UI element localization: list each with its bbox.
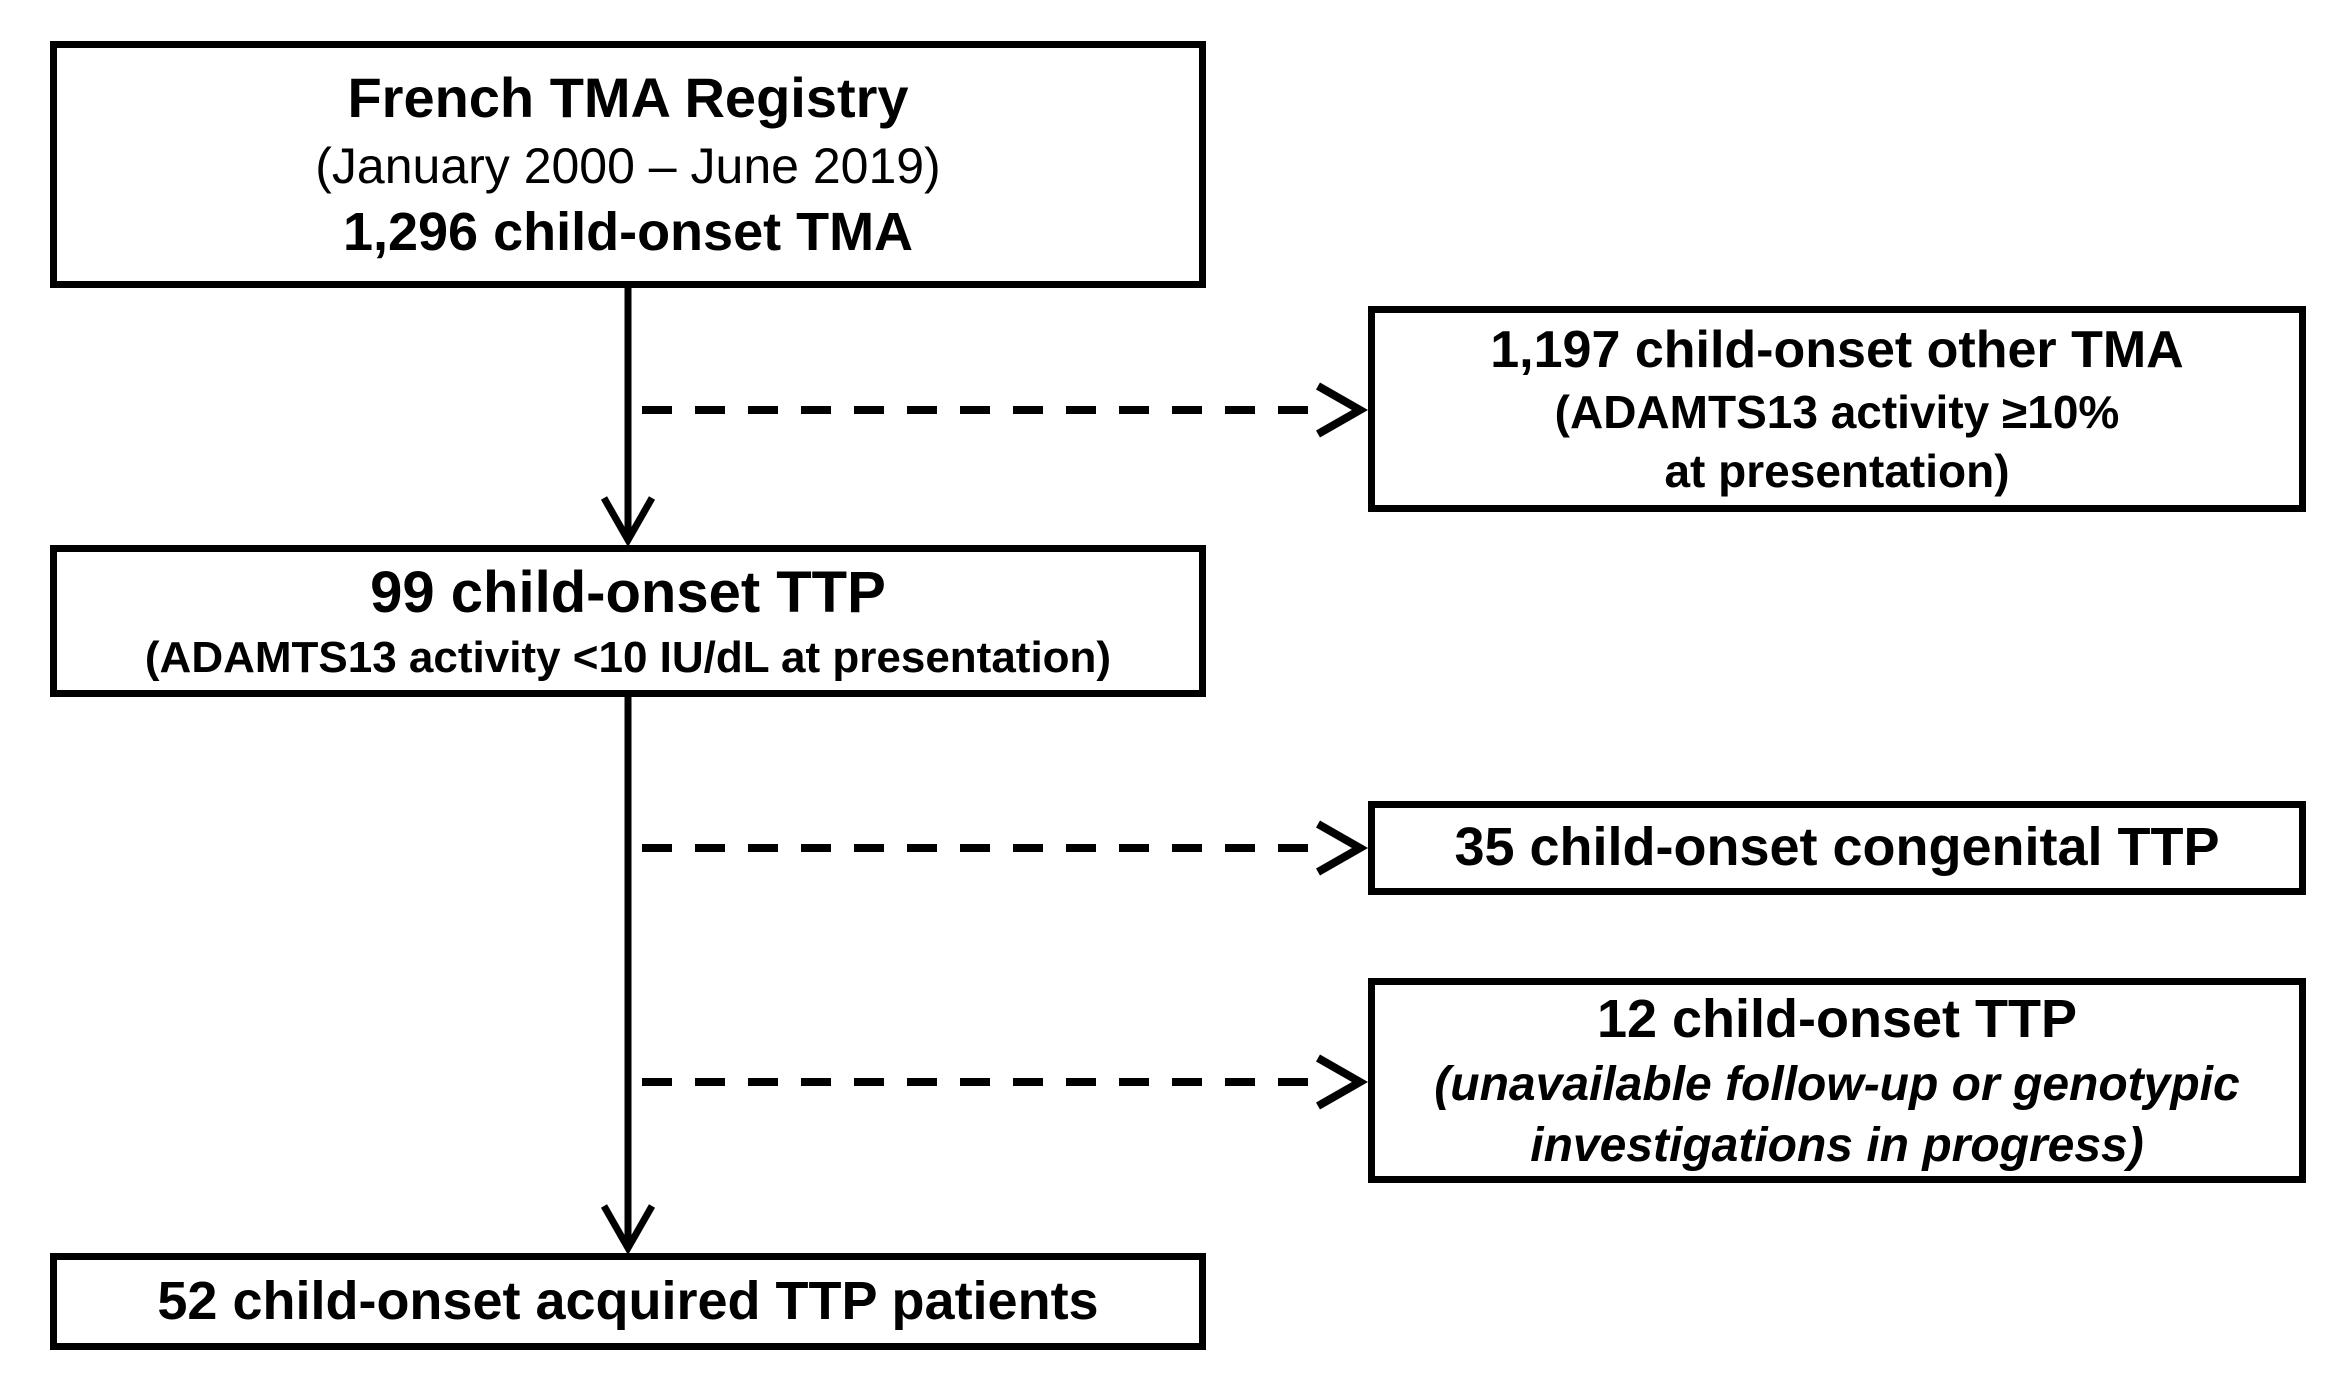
ttp99-detail: (ADAMTS13 activity <10 IU/dL at presenta… [144, 632, 1112, 682]
ttp99-count: 99 child-onset TTP [370, 559, 886, 625]
other-tma-detail-1: (ADAMTS13 activity ≥10% [1554, 386, 2120, 439]
registry-period: (January 2000 – June 2019) [315, 137, 941, 194]
registry-count: 1,296 child-onset TMA [342, 201, 914, 262]
acquired-count: 52 child-onset acquired TTP patients [157, 1270, 1099, 1331]
excluded-reason-1: (unavailable follow-up or genotypic [1434, 1057, 2240, 1111]
solid-arrow-registry-to-ttp [600, 288, 656, 548]
excluded-reason-2: investigations in progress) [1530, 1119, 2144, 1173]
node-french-tma-registry: French TMA Registry (January 2000 – June… [50, 41, 1206, 288]
node-child-onset-ttp: 99 child-onset TTP (ADAMTS13 activity <1… [50, 545, 1206, 697]
other-tma-count: 1,197 child-onset other TMA [1490, 320, 2184, 379]
node-other-tma: 1,197 child-onset other TMA (ADAMTS13 ac… [1368, 306, 2306, 512]
node-congenital-ttp: 35 child-onset congenital TTP [1368, 801, 2306, 895]
other-tma-detail-2: at presentation) [1664, 445, 2010, 498]
node-excluded-ttp: 12 child-onset TTP (unavailable follow-u… [1368, 978, 2306, 1183]
dashed-arrow-to-other-tma [642, 382, 1369, 438]
node-acquired-ttp: 52 child-onset acquired TTP patients [50, 1253, 1206, 1350]
excluded-count: 12 child-onset TTP [1596, 988, 2078, 1049]
dashed-arrow-to-excluded [642, 1054, 1369, 1110]
registry-title: French TMA Registry [347, 66, 909, 130]
congenital-count: 35 child-onset congenital TTP [1454, 817, 2220, 878]
dashed-arrow-to-congenital [642, 820, 1369, 876]
solid-arrow-ttp-to-acquired [600, 697, 656, 1256]
